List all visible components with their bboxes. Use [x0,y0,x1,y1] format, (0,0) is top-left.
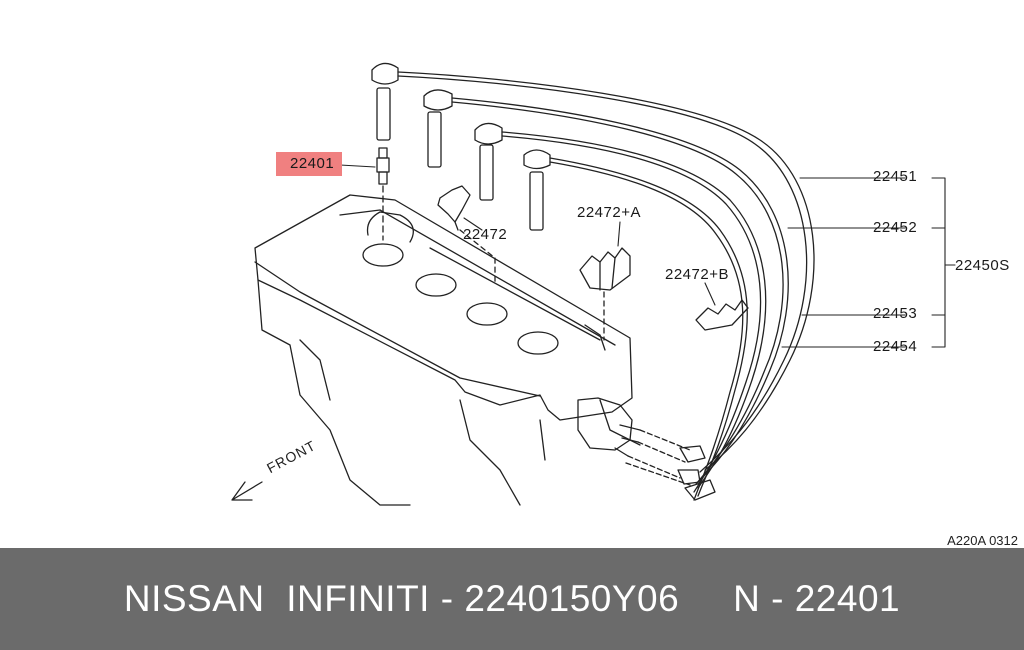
wire-clip-22472 [437,185,496,286]
part-number-footer: NISSAN INFINITI - 2240150Y06 N - 22401 [0,548,1024,650]
wire-bundle [397,71,815,501]
wire-boots [371,62,551,231]
engine-block [254,194,641,506]
footer-text: NISSAN INFINITI - 2240150Y06 N - 22401 [123,578,901,619]
label-22453: 22453 [873,305,918,322]
label-22472: 22472 [463,226,508,243]
label-22401: 22401 [276,152,343,176]
label-22450s: 22450S [955,257,1010,274]
label-22454: 22454 [873,338,918,355]
label-22472-a: 22472+A [577,204,641,221]
figure-code: A220A 0312 [947,533,1018,548]
leader-lines [339,164,956,348]
distributor [577,397,691,486]
label-22451: 22451 [873,168,918,185]
wire-clip-22472-a [579,247,631,341]
label-22472-b: 22472+B [665,266,729,283]
wire-clip-22472-b [695,299,749,331]
front-arrow-icon [231,481,263,501]
label-22452: 22452 [873,219,918,236]
spark-plug [376,147,390,241]
parts-diagram [231,62,956,506]
